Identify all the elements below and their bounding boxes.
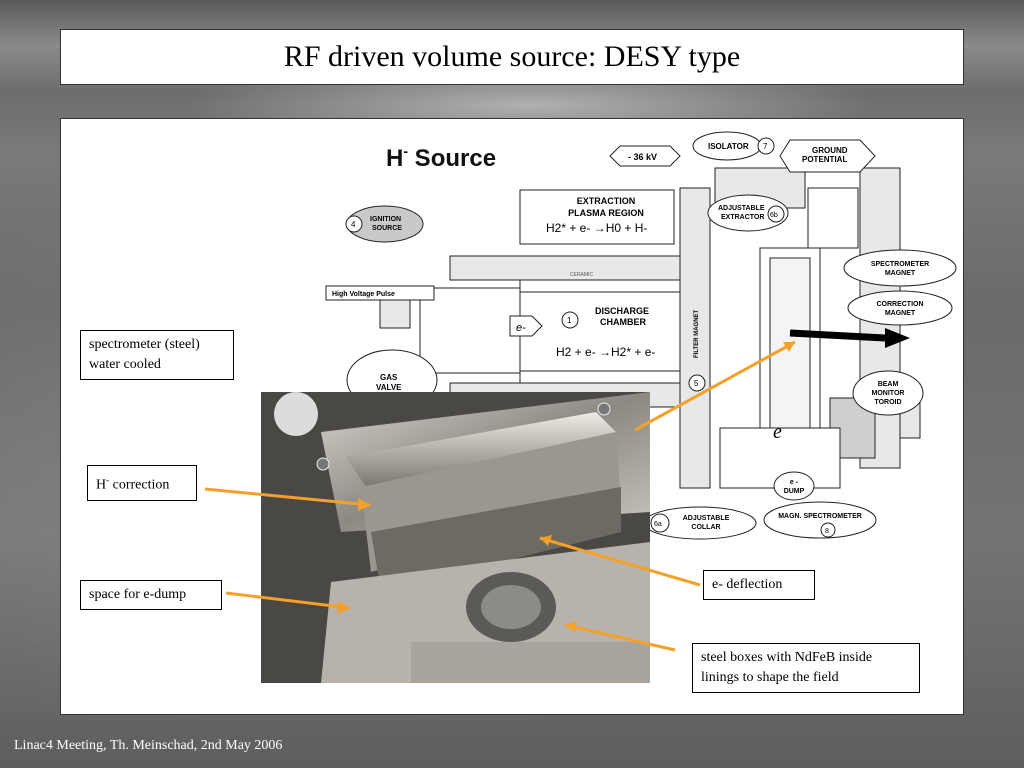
- svg-text:4: 4: [351, 220, 356, 229]
- svg-text:SPECTROMETER: SPECTROMETER: [871, 261, 929, 268]
- steel-boxes-line1: steel boxes with NdFeB inside: [701, 650, 873, 665]
- svg-text:- 36 kV: - 36 kV: [628, 152, 657, 162]
- edump-callout: [773, 471, 815, 501]
- svg-text:TOROID: TOROID: [874, 399, 901, 406]
- svg-text:ADJUSTABLE: ADJUSTABLE: [718, 205, 765, 212]
- svg-text:H2* + e- →H0 + H-: H2* + e- →H0 + H-: [546, 221, 647, 235]
- svg-text:FILTER MAGNET: FILTER MAGNET: [694, 309, 700, 358]
- svg-text:CHAMBER: CHAMBER: [600, 317, 646, 327]
- steel-boxes-line2: linings to shape the field: [701, 670, 839, 685]
- svg-text:MAGN. SPECTROMETER: MAGN. SPECTROMETER: [778, 513, 862, 520]
- svg-text:5: 5: [694, 379, 699, 388]
- svg-text:H- Source: H- Source: [386, 143, 496, 172]
- svg-text:CORRECTION: CORRECTION: [876, 301, 923, 308]
- ground-callout: [779, 139, 876, 173]
- h-correction-suffix: correction: [109, 477, 170, 493]
- beam-monitor-callout: [852, 370, 924, 416]
- e-deflection-label: e- deflection: [712, 577, 783, 592]
- voltage-tag: [609, 145, 681, 167]
- slide-title: RF driven volume source: DESY type: [283, 40, 741, 73]
- svg-text:e -: e -: [790, 479, 799, 486]
- svg-text:e: e: [773, 421, 782, 443]
- diagram-title: H: [386, 145, 403, 172]
- svg-text:VALVE: VALVE: [376, 383, 402, 392]
- svg-text:MAGNET: MAGNET: [885, 310, 916, 317]
- svg-text:CERAMIC: CERAMIC: [570, 272, 593, 278]
- spectrometer-callout-line1: spectrometer (steel): [89, 337, 200, 352]
- svg-text:e-: e-: [516, 322, 526, 334]
- space-edump-callout: space for e-dump: [80, 580, 222, 610]
- h-correction-prefix: H: [96, 477, 107, 493]
- svg-text:DISCHARGE: DISCHARGE: [595, 306, 649, 316]
- svg-text:POTENTIAL: POTENTIAL: [802, 155, 847, 164]
- svg-text:EXTRACTOR: EXTRACTOR: [721, 214, 764, 221]
- svg-text:8: 8: [825, 528, 829, 535]
- svg-text:MONITOR: MONITOR: [872, 390, 905, 397]
- svg-text:MAGNET: MAGNET: [885, 270, 916, 277]
- svg-text:High Voltage Pulse: High Voltage Pulse: [332, 291, 395, 298]
- h-correction-callout: H- correction: [87, 465, 197, 501]
- svg-text:7: 7: [763, 142, 768, 151]
- svg-text:EXTRACTION: EXTRACTION: [577, 196, 636, 206]
- magn-spectrometer-callout: [763, 501, 877, 539]
- hardware-photo: [261, 392, 650, 683]
- svg-text:ADJUSTABLE: ADJUSTABLE: [683, 515, 730, 522]
- spectrometer-magnet-callout: [843, 249, 957, 287]
- svg-text:IGNITION: IGNITION: [370, 216, 401, 223]
- beam-arrow: [789, 329, 886, 342]
- hv-pulse-label: [325, 285, 435, 301]
- steel-boxes-callout: steel boxes with NdFeB inside linings to…: [692, 643, 920, 693]
- svg-text:H2 + e- →H2* + e-: H2 + e- →H2* + e-: [556, 345, 655, 359]
- spectrometer-callout: spectrometer (steel) water cooled: [80, 330, 234, 380]
- e-deflection-callout: e- deflection: [703, 570, 815, 600]
- title-box: RF driven volume source: DESY type: [60, 29, 964, 85]
- svg-text:6a: 6a: [654, 521, 662, 528]
- svg-text:GROUND: GROUND: [812, 146, 848, 155]
- svg-text:COLLAR: COLLAR: [691, 524, 720, 531]
- extraction-box: [519, 189, 675, 245]
- svg-text:6b: 6b: [770, 212, 778, 219]
- svg-text:DUMP: DUMP: [784, 488, 805, 495]
- spectrometer-callout-line2: water cooled: [89, 357, 161, 372]
- svg-text:BEAM: BEAM: [878, 381, 899, 388]
- svg-text:GAS: GAS: [380, 373, 398, 382]
- svg-text:1: 1: [567, 316, 572, 325]
- slide-footer: Linac4 Meeting, Th. Meinschad, 2nd May 2…: [14, 738, 283, 753]
- svg-text:ISOLATOR: ISOLATOR: [708, 142, 749, 151]
- svg-text:SOURCE: SOURCE: [372, 225, 402, 232]
- h-correction-sup: -: [106, 475, 110, 485]
- adjustable-extractor-callout: [707, 194, 789, 232]
- correction-magnet-callout: [847, 290, 953, 326]
- svg-text:PLASMA REGION: PLASMA REGION: [568, 208, 644, 218]
- space-edump-label: space for e-dump: [89, 587, 187, 602]
- hardware-photo-graphic: [261, 392, 650, 683]
